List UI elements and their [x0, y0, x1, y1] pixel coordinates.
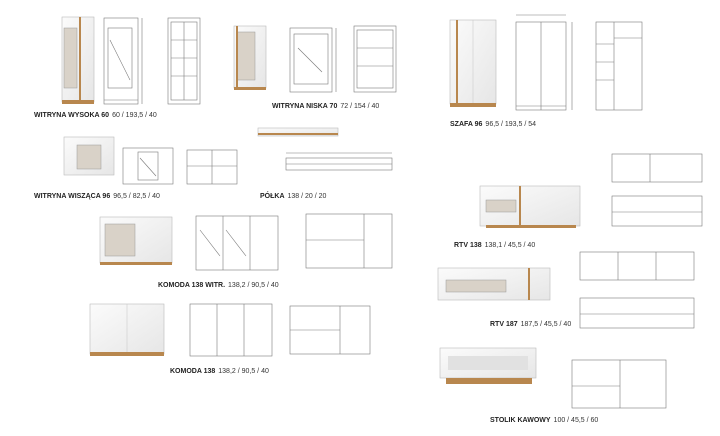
product-dims: 60 / 193,5 / 40 [112, 112, 157, 119]
product-dims: 187,5 / 45,5 / 40 [520, 321, 572, 328]
product-dims: 138,2 / 90,5 / 40 [228, 282, 279, 289]
polka-render [257, 127, 339, 137]
rtv-138-render [479, 185, 581, 228]
komoda-138-render [89, 303, 165, 356]
product-name: SZAFA 96 [450, 121, 483, 128]
rtv-187-render [437, 267, 551, 301]
product-dims: 72 / 154 / 40 [340, 103, 380, 110]
witryna-wysoka-60-drawing-open [167, 17, 201, 105]
szafa-96-drawing-open [595, 21, 643, 111]
product-name: RTV 138 [454, 242, 482, 249]
label-komoda-138-witr: KOMODA 138 WITR.138,2 / 90,5 / 40 [158, 281, 279, 290]
stolik-kawowy-render [439, 347, 537, 384]
szafa-96-render [449, 19, 497, 107]
product-name: KOMODA 138 WITR. [158, 282, 226, 289]
stolik-kawowy-drawing [571, 359, 667, 409]
product-dims: 100 / 45,5 / 60 [553, 417, 599, 424]
komoda-138-drawing-open [289, 305, 371, 355]
komoda-138-drawing-front [189, 303, 273, 357]
witryna-wysoka-60-render [61, 16, 95, 104]
witryna-wiszaca-96-drawing-front [122, 147, 174, 185]
witryna-niska-70-drawing-open [353, 25, 397, 93]
product-name: WITRYNA WYSOKA 60 [34, 112, 110, 119]
komoda-138-witr-drawing-front [195, 215, 279, 271]
product-dims: 138 / 20 / 20 [287, 193, 327, 200]
witryna-wysoka-60-drawing-front [103, 17, 143, 105]
komoda-138-witr-drawing-open [305, 213, 393, 269]
witryna-niska-70-render [233, 25, 267, 90]
witryna-wiszaca-96-drawing-open [186, 149, 238, 185]
witryna-wiszaca-96-render [63, 136, 115, 176]
product-name: WITRYNA WISZĄCA 96 [34, 193, 111, 200]
komoda-138-witr-render [99, 216, 173, 265]
product-name: STOLIK KAWOWY [490, 417, 551, 424]
product-name: PÓŁKA [260, 193, 285, 200]
witryna-niska-70-drawing-front [289, 27, 337, 93]
product-dims: 138,1 / 45,5 / 40 [484, 242, 536, 249]
szafa-96-drawing-front [515, 14, 573, 111]
product-dims: 138,2 / 90,5 / 40 [218, 368, 269, 375]
polka-drawing [285, 152, 393, 171]
product-name: KOMODA 138 [170, 368, 216, 375]
rtv-drawings-right [579, 153, 703, 329]
product-name: RTV 187 [490, 321, 518, 328]
product-dims: 96,5 / 193,5 / 54 [485, 121, 537, 128]
product-dims: 96,5 / 82,5 / 40 [113, 193, 160, 200]
product-name: WITRYNA NISKA 70 [272, 103, 338, 110]
